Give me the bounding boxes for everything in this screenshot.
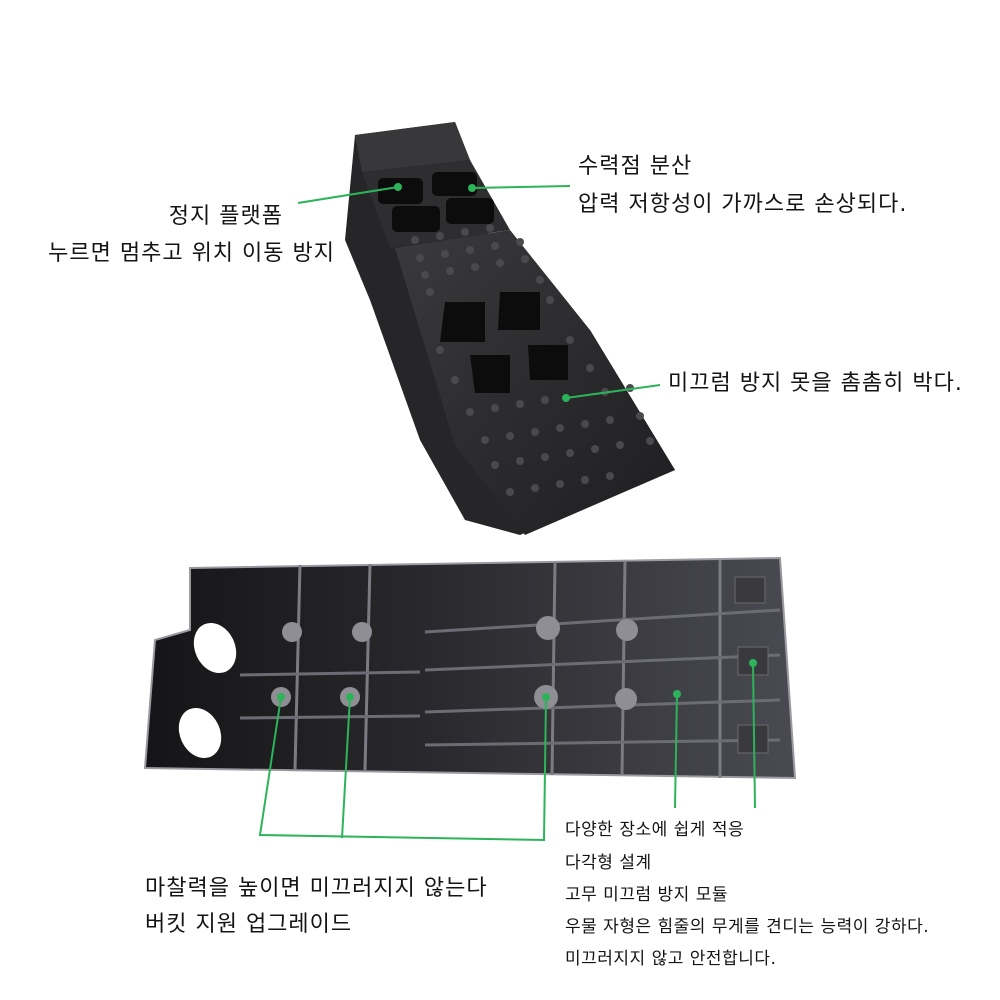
callout-force-distribution-title: 수력점 분산 — [578, 154, 693, 179]
callout-force-distribution-desc: 압력 저항성이 가까스로 손상되다. — [578, 192, 908, 217]
callout-friction-title: 마찰력을 높이면 미끄러지지 않는다 — [145, 876, 488, 901]
top-ramp-image — [297, 122, 675, 535]
callout-anti-slip-studs: 미끄럼 방지 못을 촘촘히 박다. — [668, 371, 963, 396]
feature-line-4: 우물 자형은 힘줄의 무게를 견디는 능력이 강하다. — [565, 917, 930, 937]
feature-line-3: 고무 미끄럼 방지 모듈 — [565, 885, 728, 905]
callout-stop-platform-desc: 누르면 멈추고 위치 이동 방지 — [48, 241, 335, 266]
callout-friction-desc: 버킷 지원 업그레이드 — [145, 912, 353, 937]
underside-image — [143, 556, 797, 842]
feature-line-2: 다각형 설계 — [565, 853, 652, 873]
feature-line-5: 미끄러지지 않고 안전합니다. — [565, 949, 777, 969]
callout-stop-platform-title: 정지 플랫폼 — [168, 204, 283, 229]
feature-line-1: 다양한 장소에 쉽게 적응 — [565, 820, 745, 840]
